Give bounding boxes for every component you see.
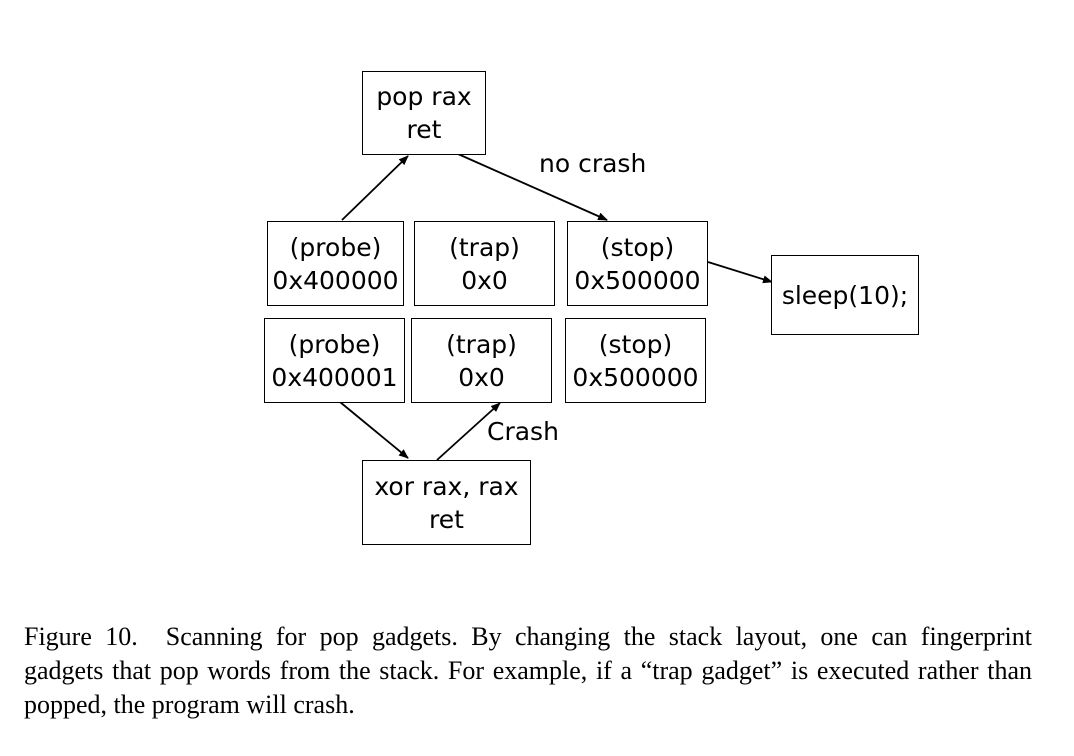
node-xor-line-1: xor rax, rax — [374, 471, 519, 501]
edge-stop1-to-sleep — [707, 261, 773, 284]
node-xor-rax-ret: xor rax, rax ret — [362, 460, 531, 545]
node-stop-2: (stop) 0x500000 — [565, 318, 706, 403]
edge-label-crash: Crash — [487, 417, 559, 446]
node-trap-1-line-2: 0x0 — [461, 265, 508, 295]
node-xor-line-2: ret — [429, 504, 464, 534]
stack-scan-diagram: pop rax ret (probe) 0x400000 (trap) 0x0 … — [264, 71, 919, 545]
figure-caption: Figure 10.Scanning for pop gadgets. By c… — [24, 620, 1032, 722]
node-probe-2: (probe) 0x400001 — [264, 318, 405, 403]
edge-label-no-crash: no crash — [539, 149, 647, 178]
node-probe-2-line-1: (probe) — [288, 329, 381, 359]
node-stop-1: (stop) 0x500000 — [567, 221, 708, 306]
node-pop-line-1: pop rax — [376, 82, 472, 111]
node-stop-1-line-1: (stop) — [600, 232, 675, 262]
node-sleep: sleep(10); — [771, 255, 919, 335]
caption-text: Scanning for pop gadgets. By changing th… — [24, 622, 1032, 719]
node-probe-1: (probe) 0x400000 — [267, 221, 404, 306]
edge-pop-to-stop1 — [457, 153, 608, 221]
node-probe-2-line-2: 0x400001 — [271, 362, 398, 392]
node-sleep-line-1: sleep(10); — [781, 280, 909, 310]
node-trap-2-line-2: 0x0 — [458, 362, 505, 392]
node-probe-1-line-1: (probe) — [289, 232, 382, 262]
edge-probe1-to-pop — [341, 155, 409, 221]
node-trap-1-line-1: (trap) — [449, 232, 520, 262]
node-stop-2-line-2: 0x500000 — [572, 362, 699, 392]
node-trap-2: (trap) 0x0 — [411, 318, 552, 403]
node-trap-2-line-1: (trap) — [446, 329, 517, 359]
node-probe-1-line-2: 0x400000 — [272, 265, 399, 295]
edge-probe2-to-xor — [339, 401, 409, 459]
node-stop-2-line-1: (stop) — [598, 329, 673, 359]
edge-xor-to-trap2 — [436, 402, 501, 461]
node-pop-line-2: ret — [406, 115, 442, 144]
figure-number: Figure 10. — [24, 622, 138, 651]
node-pop-rax-ret: pop rax ret — [362, 71, 486, 155]
edge-layer — [339, 153, 773, 461]
node-stop-1-line-2: 0x500000 — [574, 265, 701, 295]
node-trap-1: (trap) 0x0 — [414, 221, 555, 306]
